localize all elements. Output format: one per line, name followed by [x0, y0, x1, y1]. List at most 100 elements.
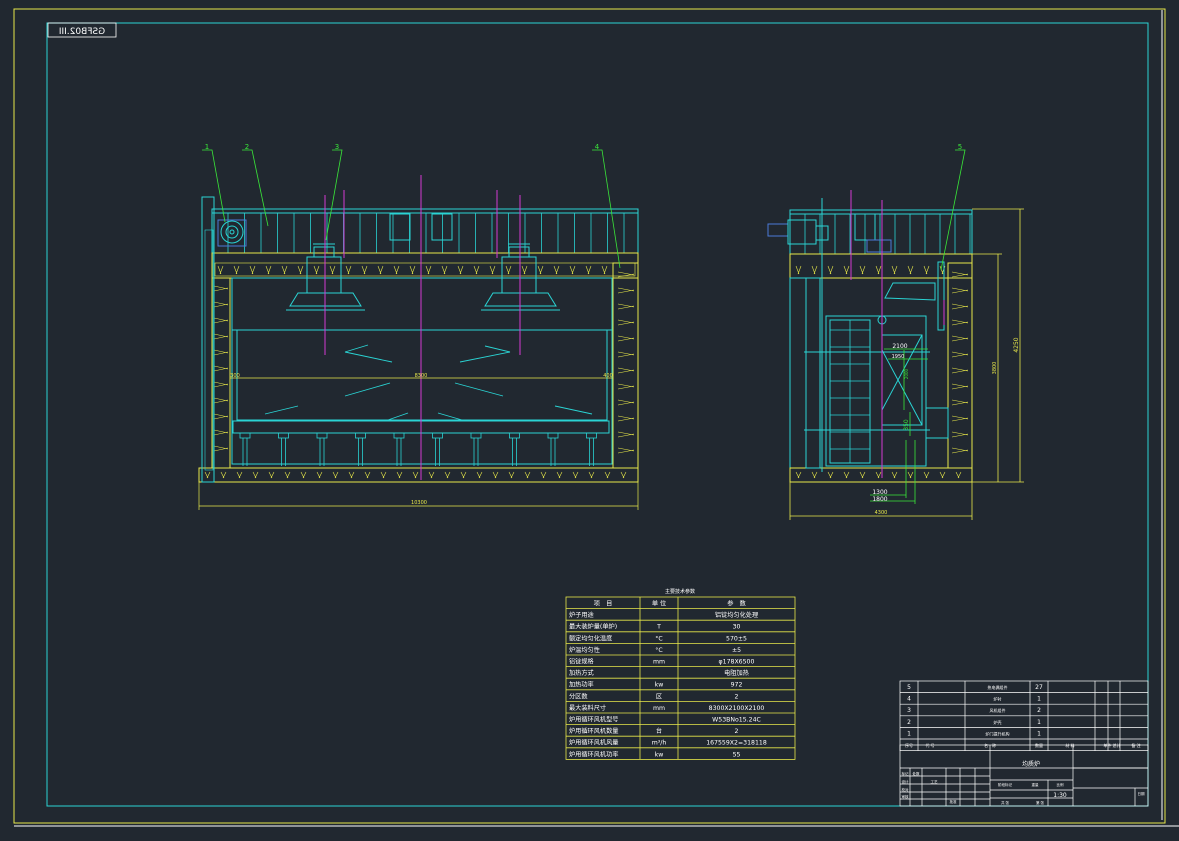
hatch-mark: [213, 317, 229, 324]
spec-cell: ±5: [732, 647, 741, 654]
spec-cell: 55: [733, 751, 741, 758]
spec-cell: 167559X2=318118: [706, 740, 767, 747]
hatch-mark: [540, 471, 547, 479]
hatch-mark: [213, 333, 229, 340]
roller-cap: [239, 432, 251, 439]
hatch-mark: [460, 471, 467, 479]
hatch-mark: [955, 471, 962, 479]
title-scale: 1:30: [1053, 792, 1067, 799]
spec-cell: T: [656, 624, 661, 631]
parts-qty: 1: [1037, 696, 1041, 703]
hatch-mark: [281, 265, 288, 275]
roller-cap: [586, 432, 597, 439]
hatch-mark: [620, 471, 627, 479]
hatch-mark: [220, 471, 227, 479]
lifting-gear-inner: [225, 225, 239, 239]
spec-cell: 分区数: [569, 692, 588, 700]
hatch-mark: [364, 471, 371, 479]
parts-index: 5: [907, 684, 911, 691]
dim-inner-width: 8300: [415, 373, 428, 379]
front-view: [198, 149, 639, 510]
hatch-mark: [393, 265, 400, 275]
side-fan-motor: [854, 213, 876, 241]
front-dimensions: [198, 377, 639, 510]
front-view-labels: 1 2 3 4 8300 300 400 10300: [205, 143, 613, 506]
drawing-code: GSFB02.III: [59, 27, 105, 37]
hatch-mark: [617, 399, 635, 406]
hatch-mark: [313, 265, 320, 275]
hatch-mark: [951, 287, 969, 294]
hatch-mark: [213, 445, 229, 452]
spec-cell: 台: [656, 727, 662, 735]
spec-cell: 电阻加热: [724, 669, 750, 677]
parts-name: 炉壳: [994, 719, 1002, 725]
hatch-mark: [569, 265, 576, 275]
spec-cell: 最大装炉量(单炉): [569, 623, 617, 631]
hatch-mark: [811, 471, 818, 479]
hatch-mark: [204, 471, 211, 479]
side-view: [767, 149, 1024, 520]
spec-cell: 972: [731, 682, 743, 689]
roller-cap: [278, 432, 289, 439]
hatch-mark: [951, 303, 969, 310]
spec-cell: kw: [655, 751, 664, 758]
hatch-mark: [617, 447, 635, 454]
roller-cap: [355, 432, 366, 439]
side-fan-shroud: [884, 282, 936, 301]
parts-qty: 2: [1037, 707, 1041, 714]
dim-1300: 1300: [872, 489, 887, 496]
title-label-6: 日期: [1138, 791, 1146, 796]
hatch-mark: [843, 265, 850, 275]
spec-cell: 炉温均匀性: [569, 646, 600, 654]
hatch-mark: [617, 303, 635, 310]
hatch-mark: [617, 287, 635, 294]
hatch-mark: [249, 265, 256, 275]
title-block-text: 均质炉 1:30 标记 处数 设计 校对 审核 工艺 阶段标记 重量 比例 共 …: [902, 760, 1146, 805]
hatch-mark: [585, 265, 592, 275]
hatch-mark: [444, 471, 451, 479]
parts-index: 1: [907, 730, 911, 737]
parts-name: 炉门提升机构: [986, 730, 1010, 736]
side-insulation-hatch: [795, 265, 969, 479]
hatch-mark: [907, 471, 914, 479]
title-sign-0: 标记: [902, 771, 910, 776]
spec-cell: 30: [733, 624, 741, 631]
hatch-mark: [377, 265, 384, 275]
drawing-code-box: GSFB02.III: [47, 22, 117, 38]
roller-cap: [547, 432, 559, 439]
hatch-mark: [213, 285, 229, 292]
hatch-mark: [345, 265, 352, 275]
lifting-gear-outer: [220, 220, 244, 244]
side-view-labels: 5 2100 1950 2000 350 1300 1800 4300 3800…: [872, 143, 1020, 516]
inner-frame: [46, 22, 1149, 807]
side-damper: [925, 407, 949, 439]
door-panel: [204, 229, 214, 471]
hatch-mark: [939, 471, 946, 479]
leader-5: [940, 149, 966, 271]
hatch-mark: [617, 351, 635, 358]
hatch-mark: [213, 413, 229, 420]
hatch-mark: [617, 415, 635, 422]
hatch-mark: [428, 471, 435, 479]
spec-cell: 炉用循环风机风量: [569, 739, 619, 747]
hatch-mark: [252, 471, 259, 479]
spec-header: 单 位: [652, 600, 666, 608]
hatch-mark: [441, 265, 448, 275]
hatch-mark: [891, 265, 898, 275]
spec-cell: 2: [735, 728, 739, 735]
hatch-mark: [268, 471, 275, 479]
spec-cell: °C: [655, 634, 662, 642]
hatch-mark: [951, 447, 969, 454]
spec-cell: °C: [655, 646, 662, 654]
hatch-mark: [617, 335, 635, 342]
side-rack: [825, 315, 927, 467]
drawing-code-frame: [47, 22, 117, 38]
spec-header: 参 数: [727, 600, 746, 608]
spec-header: 项 目: [594, 601, 613, 608]
front-leaders: [202, 149, 621, 269]
title-sign-3: 校对: [902, 787, 910, 792]
hatch-mark: [300, 471, 307, 479]
parts-name: 风机组件: [990, 707, 1006, 713]
hatch-mark: [891, 471, 898, 479]
